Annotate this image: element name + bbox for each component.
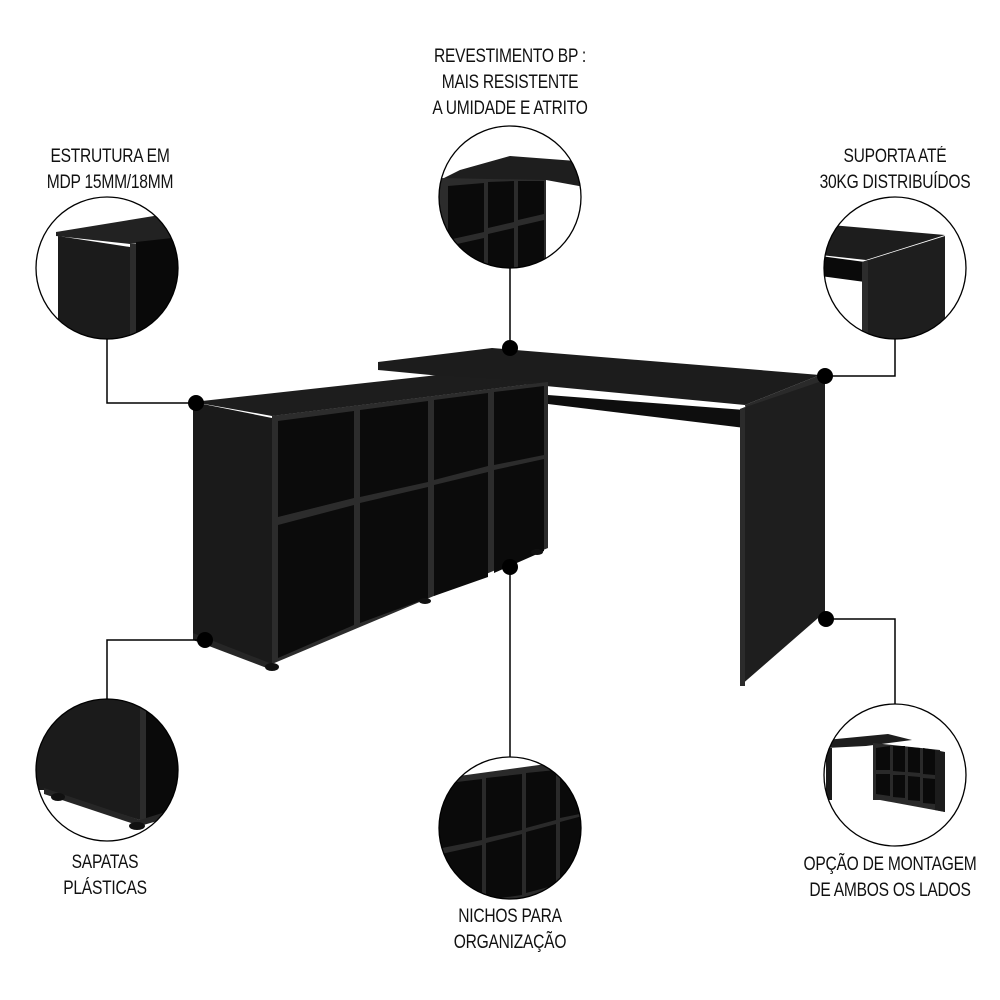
label-montagem: OPÇÃO DE MONTAGEM DE AMBOS OS LADOS <box>800 852 980 904</box>
label-line: MAIS RESISTENTE <box>441 72 579 93</box>
label-estrutura: ESTRUTURA EM MDP 15MM/18MM <box>36 144 184 196</box>
label-line: SAPATAS <box>71 852 139 873</box>
label-line: MDP 15MM/18MM <box>46 172 174 193</box>
label-revestimento: REVESTIMENTO BP : MAIS RESISTENTE A UMID… <box>420 44 600 122</box>
label-line: DE AMBOS OS LADOS <box>809 880 971 901</box>
label-line: A UMIDADE E ATRITO <box>432 98 588 119</box>
label-line: PLÁSTICAS <box>63 878 147 899</box>
connector-lines <box>106 268 896 757</box>
label-sapatas: SAPATAS PLÁSTICAS <box>35 850 174 902</box>
cabinet-corner-detail-icon <box>35 196 179 340</box>
reversed-assembly-detail-icon <box>823 703 967 847</box>
desk-top-junction-detail-icon <box>438 125 582 269</box>
label-line: REVESTIMENTO BP : <box>434 46 586 67</box>
cabinet-feet-detail-icon <box>35 698 179 842</box>
shelf-niches-detail-icon <box>438 756 582 900</box>
label-line: ORGANIZAÇÃO <box>453 932 567 953</box>
label-line: ESTRUTURA EM <box>50 146 170 167</box>
desk-leg-corner-detail-icon <box>823 196 967 340</box>
label-line: 30KG DISTRIBUÍDOS <box>819 172 971 193</box>
label-line: OPÇÃO DE MONTAGEM <box>803 854 977 875</box>
l-desk-icon <box>193 348 825 686</box>
label-line: SUPORTA ATÉ <box>843 146 947 167</box>
label-suporta: SUPORTA ATÉ 30KG DISTRIBUÍDOS <box>813 144 977 196</box>
label-line: NICHOS PARA <box>458 906 562 927</box>
label-nichos: NICHOS PARA ORGANIZAÇÃO <box>436 904 584 956</box>
connector-dots <box>188 340 834 648</box>
